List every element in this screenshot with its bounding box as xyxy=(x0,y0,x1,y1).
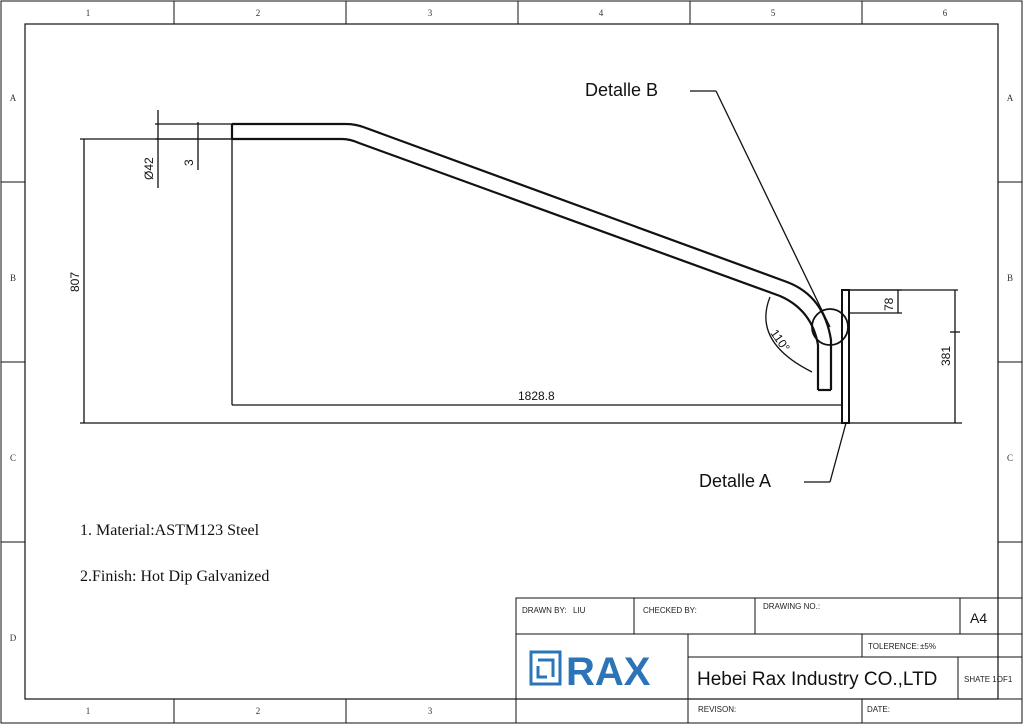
zone-col-2-bottom: 2 xyxy=(256,706,261,716)
zone-row-a-right: A xyxy=(1007,93,1014,103)
dimension-lines xyxy=(80,90,962,483)
zone-row-b-left: B xyxy=(10,273,16,283)
title-block xyxy=(515,597,1023,724)
zone-row-b-right: B xyxy=(1007,273,1013,283)
detail-height-dimension: 78 xyxy=(882,297,896,311)
zone-row-c-left: C xyxy=(10,453,16,463)
checked-by-label: CHECKED BY: xyxy=(643,606,697,615)
zone-row-a-left: A xyxy=(10,93,17,103)
zone-col-5: 5 xyxy=(771,8,776,18)
length-dimension: 1828.8 xyxy=(518,389,555,403)
note-finish: 2.Finish: Hot Dip Galvanized xyxy=(80,568,269,585)
zone-col-1-bottom: 1 xyxy=(86,706,91,716)
drawn-by-value: LIU xyxy=(573,606,586,615)
revision-label: REVISON: xyxy=(698,705,736,714)
tube-outline xyxy=(230,122,833,392)
zone-col-3-bottom: 3 xyxy=(428,706,433,716)
diameter-dimension: Ø42 xyxy=(142,157,156,180)
zone-col-4: 4 xyxy=(599,8,604,18)
logo-text: RAX xyxy=(566,650,651,694)
detail-a-label: Detalle A xyxy=(699,471,771,491)
zone-col-3: 3 xyxy=(428,8,433,18)
height-dimension: 807 xyxy=(68,272,82,292)
date-label: DATE: xyxy=(867,705,890,714)
angle-arc xyxy=(765,296,813,373)
zone-row-d-left: D xyxy=(10,633,17,643)
zone-row-c-right: C xyxy=(1007,453,1013,463)
detail-b-circle xyxy=(811,308,849,346)
tolerance-value: ±5% xyxy=(920,642,936,651)
tolerance-label: TOLERENCE: xyxy=(868,642,919,651)
zone-col-2: 2 xyxy=(256,8,261,18)
base-plate xyxy=(841,289,850,424)
note-material: 1. Material:ASTM123 Steel xyxy=(80,522,260,539)
drawing-no-label: DRAWING NO.: xyxy=(763,602,820,611)
thickness-dimension: 3 xyxy=(182,159,196,166)
zone-col-6: 6 xyxy=(943,8,948,18)
zone-col-1: 1 xyxy=(86,8,91,18)
drawn-by-label: DRAWN BY: xyxy=(522,606,567,615)
rax-logo: RAX xyxy=(529,650,651,694)
angle-dimension: 110° xyxy=(768,327,793,355)
sheet-number: SHATE 1OF1 xyxy=(964,675,1013,684)
company-name: Hebei Rax Industry CO.,LTD xyxy=(697,669,937,690)
base-height-dimension: 381 xyxy=(939,346,953,366)
detail-b-label: Detalle B xyxy=(585,80,658,100)
paper-size: A4 xyxy=(970,610,987,626)
